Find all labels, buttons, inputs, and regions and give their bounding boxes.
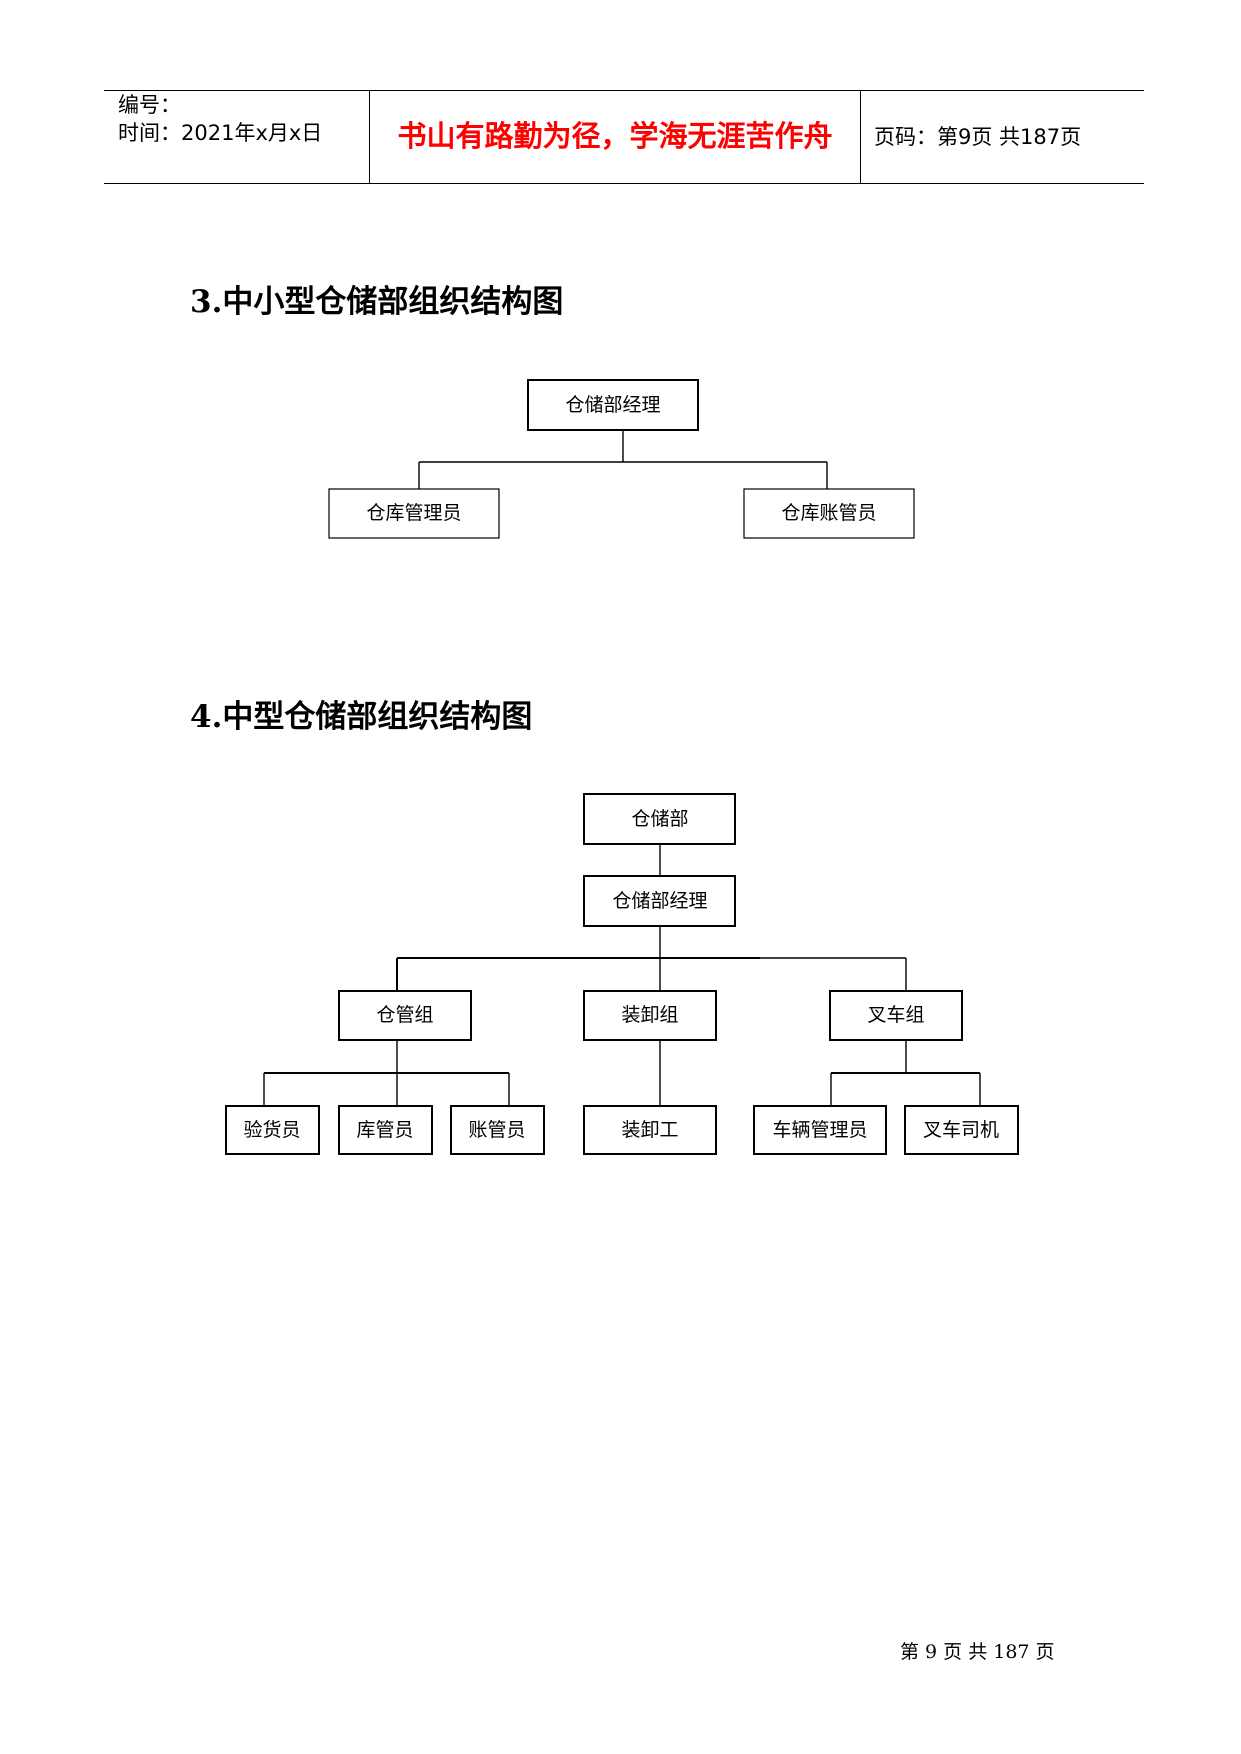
node-s3-account-admin: 仓库账管员 xyxy=(743,488,915,539)
node-label: 账管员 xyxy=(468,1119,525,1141)
node-s3-manager: 仓储部经理 xyxy=(527,379,699,431)
node-label: 装卸组 xyxy=(621,1004,678,1026)
header-page-label: 页码：第9页 共187页 xyxy=(874,125,1082,149)
header-time-label: 时间：2021年x月x日 xyxy=(118,121,323,145)
header-divider-left xyxy=(369,90,370,184)
node-label: 仓库管理员 xyxy=(366,502,461,524)
node-label: 叉车司机 xyxy=(923,1119,999,1141)
header-motto: 书山有路勤为径，学海无涯苦作舟 xyxy=(397,119,833,153)
header-top-rule xyxy=(104,90,1144,91)
node-s4-forklift-group: 叉车组 xyxy=(829,990,963,1041)
node-label: 验货员 xyxy=(243,1119,300,1141)
node-s4-dept: 仓储部 xyxy=(583,793,736,845)
node-s3-warehouse-admin: 仓库管理员 xyxy=(328,488,500,539)
node-s4-loading-group: 装卸组 xyxy=(583,990,717,1041)
node-label: 仓储部经理 xyxy=(612,890,707,912)
node-s4-account-keeper: 账管员 xyxy=(450,1105,545,1155)
node-label: 装卸工 xyxy=(621,1119,678,1141)
node-s4-loader: 装卸工 xyxy=(583,1105,717,1155)
section3-org-chart: 仓储部经理 仓库管理员 仓库账管员 xyxy=(328,379,915,539)
node-label: 仓储部经理 xyxy=(565,394,660,416)
node-s4-stock-keeper: 库管员 xyxy=(338,1105,433,1155)
node-s4-manager: 仓储部经理 xyxy=(583,875,736,927)
node-label: 仓储部 xyxy=(631,808,688,830)
node-label: 车辆管理员 xyxy=(772,1119,867,1141)
section3-title: 3.中小型仓储部组织结构图 xyxy=(190,284,564,320)
header-number-label: 编号： xyxy=(118,93,181,117)
node-label: 仓管组 xyxy=(376,1004,433,1026)
node-s4-inspector: 验货员 xyxy=(225,1105,320,1155)
node-s4-storage-group: 仓管组 xyxy=(338,990,472,1041)
node-s4-vehicle-admin: 车辆管理员 xyxy=(753,1105,887,1155)
node-label: 叉车组 xyxy=(867,1004,924,1026)
section4-org-chart: 仓储部 仓储部经理 仓管组 装卸组 叉车组 验货员 库管员 账管员 xyxy=(225,793,1019,1155)
footer-page-number: 第 9 页 共 187 页 xyxy=(900,1641,1055,1663)
section4-title: 4.中型仓储部组织结构图 xyxy=(190,699,533,735)
node-s4-forklift-driver: 叉车司机 xyxy=(904,1105,1019,1155)
node-label: 仓库账管员 xyxy=(781,502,876,524)
header-divider-right xyxy=(860,90,861,184)
header-bottom-rule xyxy=(104,183,1144,184)
node-label: 库管员 xyxy=(356,1119,413,1141)
